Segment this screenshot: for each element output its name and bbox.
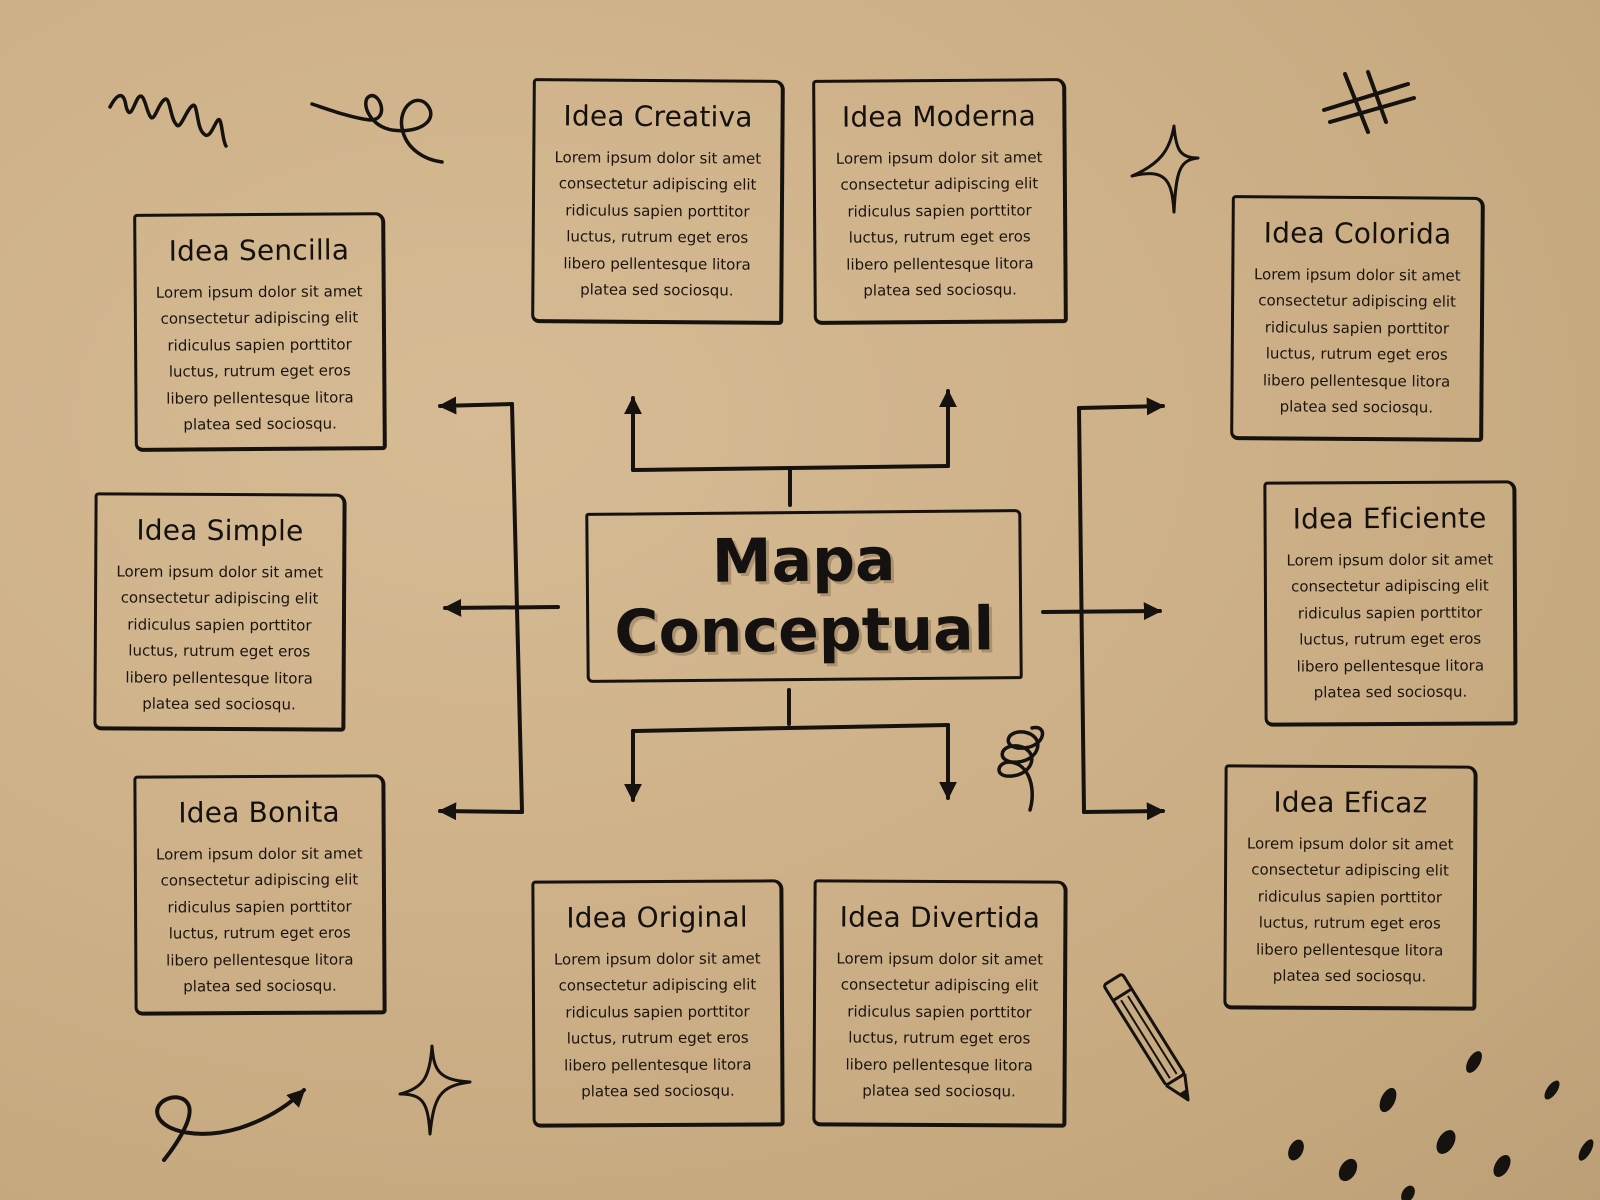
idea-body: Lorem ipsum dolor sit amet consectetur a… <box>836 949 1044 1101</box>
idea-body: Lorem ipsum dolor sit amet consectetur a… <box>835 148 1043 300</box>
idea-title: Idea Moderna <box>841 99 1036 134</box>
idea-box-creativa: Idea Creativa Lorem ipsum dolor sit amet… <box>531 78 785 325</box>
idea-title: Idea Divertida <box>839 900 1041 935</box>
idea-title: Idea Eficaz <box>1273 785 1428 820</box>
idea-box-divertida: Idea Divertida Lorem ipsum dolor sit ame… <box>812 879 1068 1128</box>
idea-body: Lorem ipsum dolor sit amet consectetur a… <box>116 562 324 714</box>
idea-box-eficaz: Idea Eficaz Lorem ipsum dolor sit amet c… <box>1223 764 1478 1011</box>
idea-body: Lorem ipsum dolor sit amet consectetur a… <box>155 844 363 996</box>
central-topic-box: Mapa Conceptual <box>585 509 1023 683</box>
idea-title: Idea Bonita <box>178 795 340 830</box>
idea-body: Lorem ipsum dolor sit amet consectetur a… <box>554 148 762 300</box>
idea-box-moderna: Idea Moderna Lorem ipsum dolor sit amet … <box>812 78 1068 325</box>
idea-box-original: Idea Original Lorem ipsum dolor sit amet… <box>531 879 785 1128</box>
idea-title: Idea Simple <box>136 513 304 548</box>
right-connector <box>1041 397 1165 821</box>
idea-box-colorida: Idea Colorida Lorem ipsum dolor sit amet… <box>1230 195 1485 442</box>
pencil-icon <box>1103 973 1190 1102</box>
idea-body: Lorem ipsum dolor sit amet consectetur a… <box>155 282 363 434</box>
left-connector <box>438 396 560 821</box>
idea-title: Idea Eficiente <box>1292 501 1487 536</box>
idea-box-sencilla: Idea Sencilla Lorem ipsum dolor sit amet… <box>133 212 387 452</box>
idea-title: Idea Creativa <box>563 99 753 134</box>
sparkle-doodle <box>398 1044 472 1136</box>
idea-body: Lorem ipsum dolor sit amet consectetur a… <box>1286 550 1494 702</box>
idea-title: Idea Colorida <box>1263 216 1452 251</box>
ink-splatter-doodle <box>1288 1051 1594 1200</box>
idea-body: Lorem ipsum dolor sit amet consectetur a… <box>1246 834 1454 986</box>
bottom-connector <box>624 688 957 802</box>
zigzag-doodle <box>108 93 228 148</box>
top-connector <box>624 389 957 507</box>
idea-title: Idea Original <box>566 900 748 935</box>
sparkle-doodle <box>1130 124 1200 214</box>
idea-body: Lorem ipsum dolor sit amet consectetur a… <box>1253 265 1461 417</box>
spring-doodle <box>997 725 1045 812</box>
idea-box-bonita: Idea Bonita Lorem ipsum dolor sit amet c… <box>133 774 387 1016</box>
hashtag-doodle <box>1322 70 1416 134</box>
loop-doodle <box>310 94 444 164</box>
central-topic-title: Mapa Conceptual <box>614 525 995 668</box>
idea-title: Idea Sencilla <box>168 233 350 268</box>
idea-body: Lorem ipsum dolor sit amet consectetur a… <box>553 949 761 1101</box>
idea-box-simple: Idea Simple Lorem ipsum dolor sit amet c… <box>93 492 347 732</box>
curly-arrow-doodle <box>155 1088 306 1162</box>
idea-box-eficiente: Idea Eficiente Lorem ipsum dolor sit ame… <box>1263 480 1518 727</box>
